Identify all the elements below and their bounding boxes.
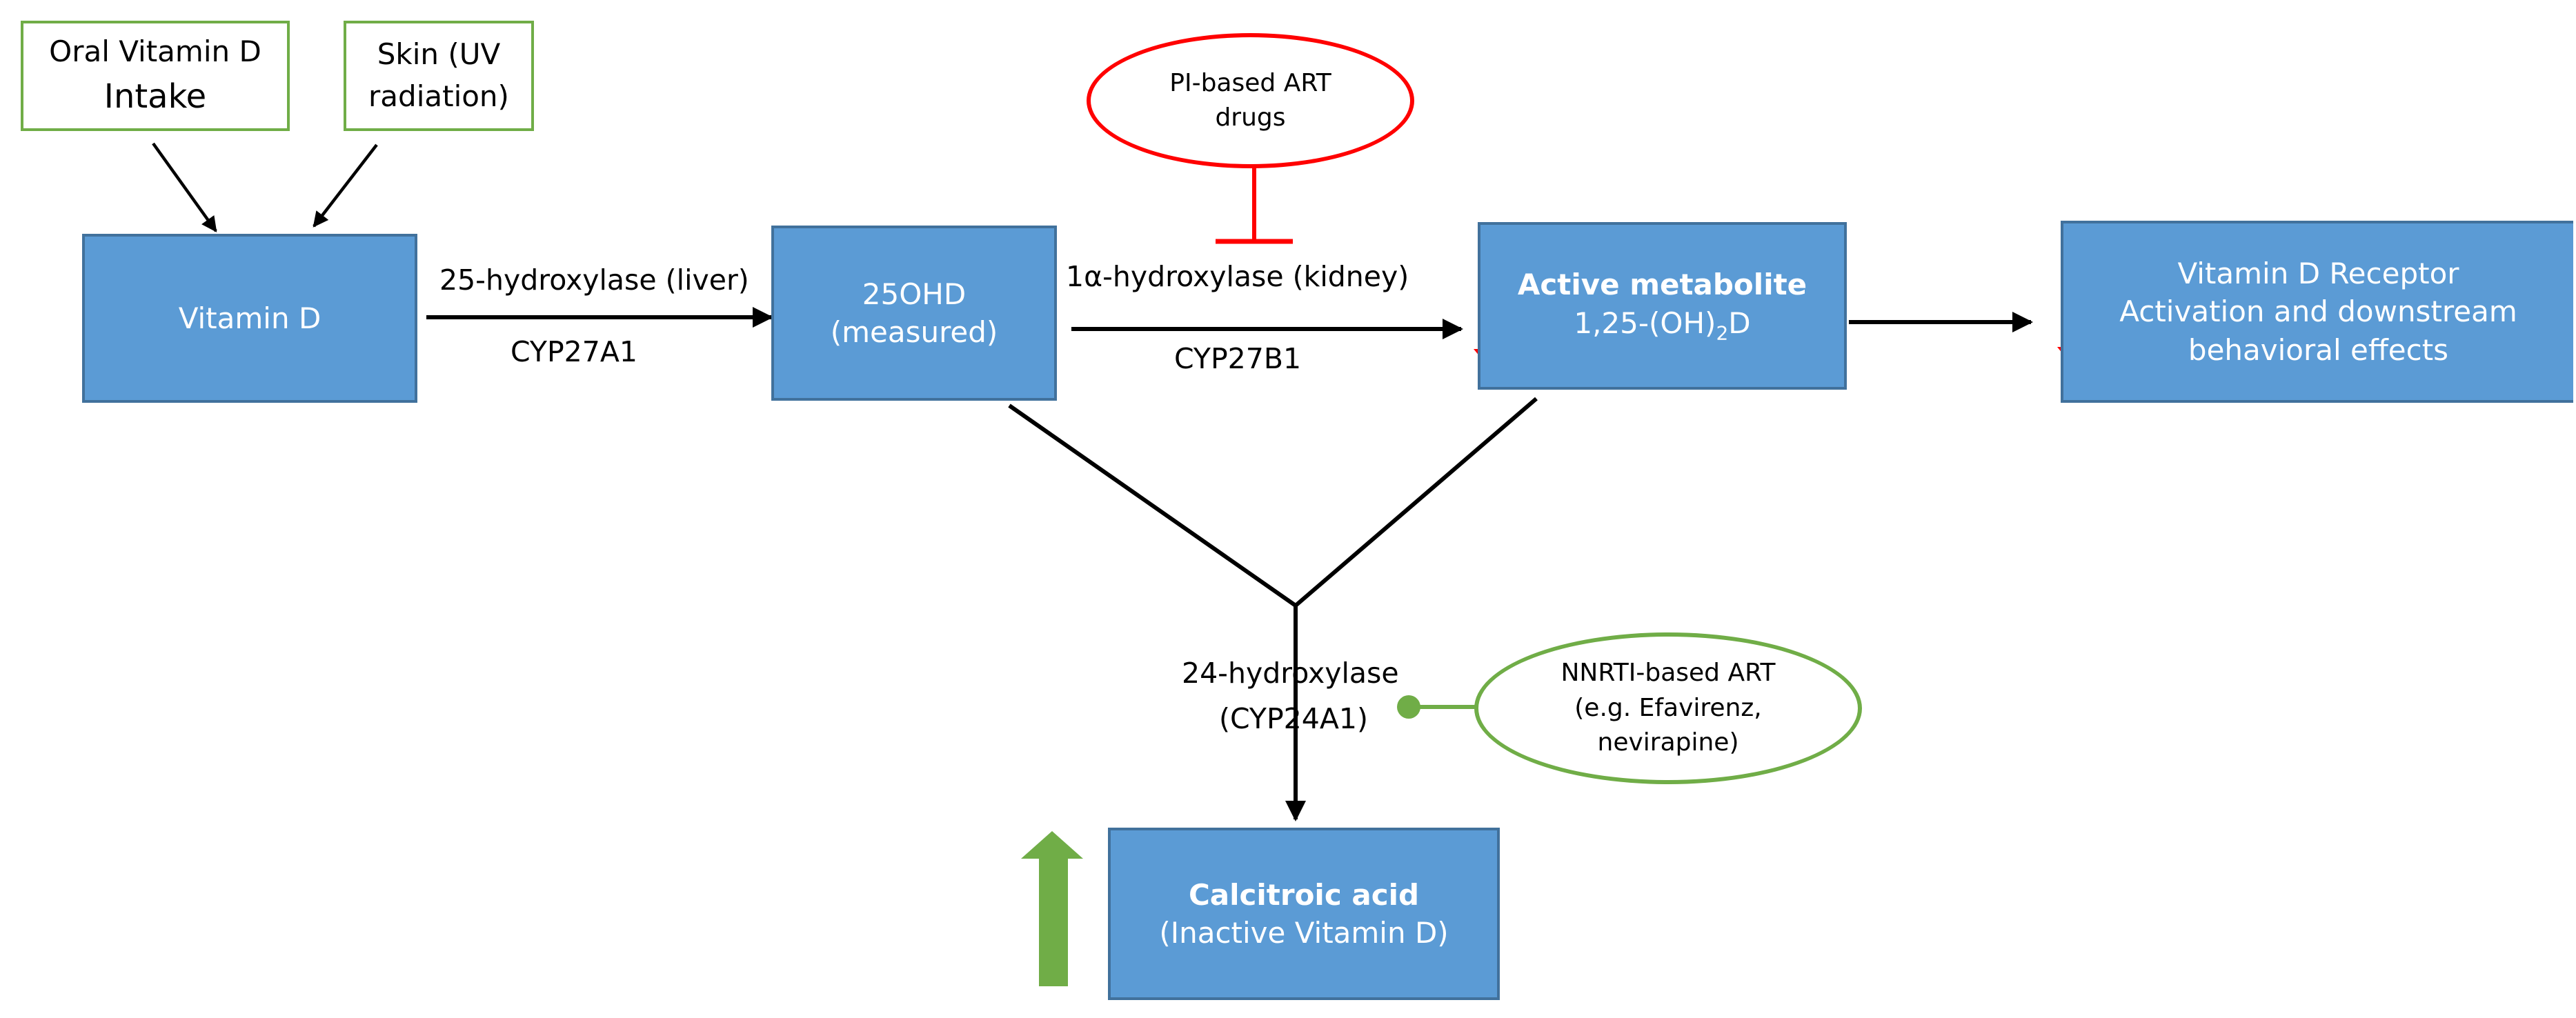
active-to-junction-line [1294,397,1538,608]
skin-uv-label-2: radiation) [368,79,509,113]
pi-art-drugs-ellipse: PI-based ART drugs [1087,33,1414,168]
nnrti-art-label-2: (e.g. Efavirenz, [1574,693,1762,722]
25ohd-label: 25OHD [862,277,967,311]
oral-intake-arrow [152,142,217,232]
calcitroic-acid-label: Calcitroic acid [1188,877,1420,912]
calcitroic-acid-node: Calcitroic acid (Inactive Vitamin D) [1108,828,1500,1000]
vitamin-d-node: Vitamin D [82,234,417,403]
receptor-label-2: Activation and downstream [2119,295,2517,329]
pi-art-label: PI-based ART [1169,68,1331,97]
liver-enzyme-label: 25-hydroxylase (liver) [439,263,749,297]
oral-intake-label-2: Intake [103,77,207,116]
liver-gene-label: CYP27A1 [511,335,637,368]
active-metabolite-label: Active metabolite [1517,268,1807,302]
kidney-gene-label: CYP27B1 [1174,342,1302,375]
24-hydroxylase-gene-label: (CYP24A1) [1219,702,1368,735]
skin-uv-box: Skin (UV radiation) [344,21,534,131]
skin-uv-label: Skin (UV [377,37,501,72]
active-metabolite-formula: 1,25-(OH)2D [1574,306,1751,344]
oral-intake-label: Oral Vitamin D [49,34,261,68]
calcitroic-acid-increase-arrow-icon [1021,831,1083,986]
kidney-enzyme-label: 1α-hydroxylase (kidney) [1066,260,1409,293]
nnrti-art-label: NNRTI-based ART [1561,659,1776,688]
pi-art-label-2: drugs [1215,103,1286,132]
nnrti-art-drugs-ellipse: NNRTI-based ART (e.g. Efavirenz, nevirap… [1474,632,1862,784]
25ohd-node: 25OHD (measured) [771,226,1057,401]
receptor-label-3: behavioral effects [2188,332,2449,367]
ohd25-to-junction-line [1008,403,1297,608]
receptor-label: Vitamin D Receptor [2177,256,2459,290]
calcitroic-acid-sublabel: (Inactive Vitamin D) [1159,916,1449,950]
vitamin-d-receptor-node: Vitamin D Receptor Activation and downst… [2061,221,2573,403]
vitamin-d-label: Vitamin D [178,301,321,335]
active-metabolite-node: Active metabolite 1,25-(OH)2D [1478,222,1847,390]
24-hydroxylase-label: 24-hydroxylase [1182,657,1399,690]
nnrti-induction-dot [1397,695,1420,719]
nnrti-art-label-3: nevirapine) [1597,728,1739,757]
skin-arrow [313,143,378,228]
25ohd-sublabel: (measured) [830,315,998,349]
oral-intake-box: Oral Vitamin D Intake [21,21,290,131]
